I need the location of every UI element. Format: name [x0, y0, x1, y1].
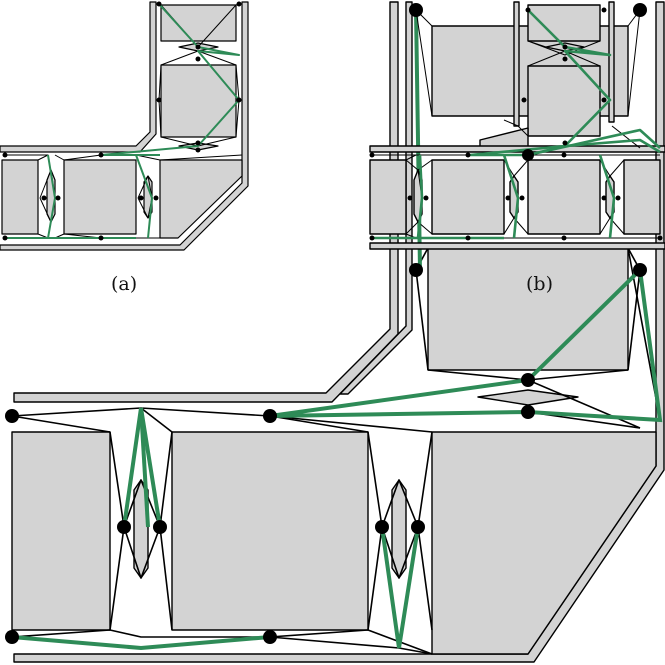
- panel-b: [5, 1, 665, 663]
- panel-b-small-node: [561, 152, 567, 158]
- panel-b-node: [5, 630, 19, 644]
- panel-a-corridor-outer-wall: [0, 1, 157, 153]
- panel-b-block-upper-top: [527, 4, 601, 42]
- panel-a-node: [236, 97, 242, 103]
- panel-b-small-node: [505, 195, 511, 201]
- panel-b-small-node: [562, 140, 568, 146]
- panel-b-block-bottom-left: [11, 431, 111, 631]
- panel-b-small-node: [562, 56, 568, 62]
- panel-b-small-node: [521, 97, 527, 103]
- panel-b-upper-structure: [369, 1, 665, 250]
- panel-a-node: [55, 195, 61, 201]
- panel-b-band-block-3: [527, 159, 601, 235]
- panel-b-small-node: [601, 97, 607, 103]
- panel-b-block-center: [427, 247, 629, 371]
- panel-b-small-node: [601, 7, 607, 13]
- panel-a-corridor-outer-wall-right: [0, 1, 249, 251]
- panel-b-floor-block: [431, 431, 657, 655]
- panel-a-block-left: [1, 159, 39, 235]
- panel-a: [0, 1, 249, 251]
- panel-b-corridor-wall-upper: [13, 1, 399, 403]
- panel-b-small-node: [465, 235, 471, 241]
- panel-b-lens-horizontal: [477, 389, 579, 406]
- panel-b-thin-corridor-right: [608, 1, 615, 123]
- panel-a-node: [195, 56, 201, 62]
- panel-a-block-top: [160, 4, 237, 42]
- panel-b-band-block-2: [431, 159, 505, 235]
- panel-a-node: [156, 97, 162, 103]
- panel-a-node: [156, 1, 162, 7]
- panel-b-small-node: [407, 195, 413, 201]
- panel-b-small-node: [615, 195, 621, 201]
- panel-b-band-block-1: [369, 159, 407, 235]
- panel-b-small-node: [519, 195, 525, 201]
- panel-b-node: [117, 520, 131, 534]
- caption-a: (a): [111, 273, 138, 295]
- panel-b-small-node: [369, 235, 375, 241]
- panel-b-node: [633, 263, 647, 277]
- panel-b-node: [521, 405, 535, 419]
- panel-b-nodes: [5, 3, 647, 644]
- panel-b-inner-wall-left: [339, 1, 413, 395]
- panel-a-node: [138, 195, 144, 201]
- panel-a-floor-block: [159, 159, 243, 239]
- panel-b-node: [375, 520, 389, 534]
- panel-b-node: [153, 520, 167, 534]
- panel-a-node: [2, 152, 8, 158]
- panel-a-node: [236, 1, 242, 7]
- panel-b-node: [409, 263, 423, 277]
- panel-b-band-bottom: [369, 242, 665, 250]
- panel-a-node: [195, 44, 201, 50]
- panel-b-small-node: [465, 152, 471, 158]
- panel-a-node: [41, 195, 47, 201]
- panel-b-small-node: [562, 44, 568, 50]
- caption-b: (b): [526, 273, 553, 295]
- panel-b-small-node: [369, 152, 375, 158]
- panel-b-small-node: [657, 235, 663, 241]
- panel-a-node: [98, 235, 104, 241]
- panel-b-node: [411, 520, 425, 534]
- panel-a-node: [195, 140, 201, 146]
- panel-a-node: [195, 147, 201, 153]
- panel-b-block-bottom-middle: [171, 431, 369, 631]
- panel-b-upper-green-path: [370, 9, 661, 240]
- panel-b-small-node: [423, 195, 429, 201]
- panel-b-node: [263, 409, 277, 423]
- panel-b-small-node: [561, 235, 567, 241]
- panel-a-nodes: [2, 1, 242, 241]
- panel-b-node: [5, 409, 19, 423]
- panel-b-lens-upper-2: [479, 127, 529, 149]
- panel-b-node: [521, 373, 535, 387]
- panel-b-small-node: [601, 195, 607, 201]
- panel-a-green-path: [5, 3, 240, 239]
- panel-b-thin-corridor-left: [513, 1, 520, 127]
- panel-a-block-middle: [63, 159, 137, 235]
- panel-b-band-block-4: [623, 159, 661, 235]
- panel-b-small-node: [525, 7, 531, 13]
- panel-b-band-top: [369, 145, 665, 153]
- panel-a-node: [153, 195, 159, 201]
- panel-b-node: [263, 630, 277, 644]
- panel-a-block-upper: [160, 64, 237, 138]
- panel-b-small-node: [522, 149, 534, 161]
- panel-a-node: [98, 152, 104, 158]
- panel-a-node: [2, 235, 8, 241]
- panel-b-upper-nodes: [369, 7, 663, 241]
